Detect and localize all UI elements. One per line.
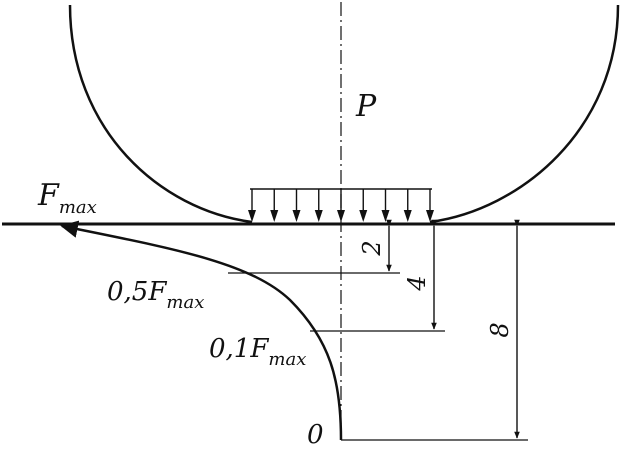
label-half-fmax: 0,5Fmax xyxy=(107,277,204,313)
pressure-arrow-head xyxy=(381,210,390,222)
pressure-arrow-head xyxy=(270,210,279,222)
label-p: P xyxy=(355,89,377,124)
dim-label-4: 4 xyxy=(403,275,431,291)
pressure-arrow-head xyxy=(248,210,256,222)
fmax-curve xyxy=(60,220,343,441)
dim-label-8: 8 xyxy=(486,322,514,337)
label-fmax: Fmax xyxy=(37,178,97,218)
pressure-arrows xyxy=(248,189,434,222)
pressure-arrow-head xyxy=(359,210,368,222)
cylinder-outline xyxy=(68,4,620,224)
pressure-arrow-head xyxy=(426,210,434,222)
label-tenth-fmax: 0,1Fmax xyxy=(209,334,306,370)
pressure-arrow-head xyxy=(292,210,301,222)
pressure-arrow-head xyxy=(403,210,412,222)
pressure-arrow-head xyxy=(314,210,323,222)
dim-label-2: 2 xyxy=(358,240,386,256)
pressure-arrow-head xyxy=(337,210,345,222)
label-zero: 0 xyxy=(307,420,324,450)
